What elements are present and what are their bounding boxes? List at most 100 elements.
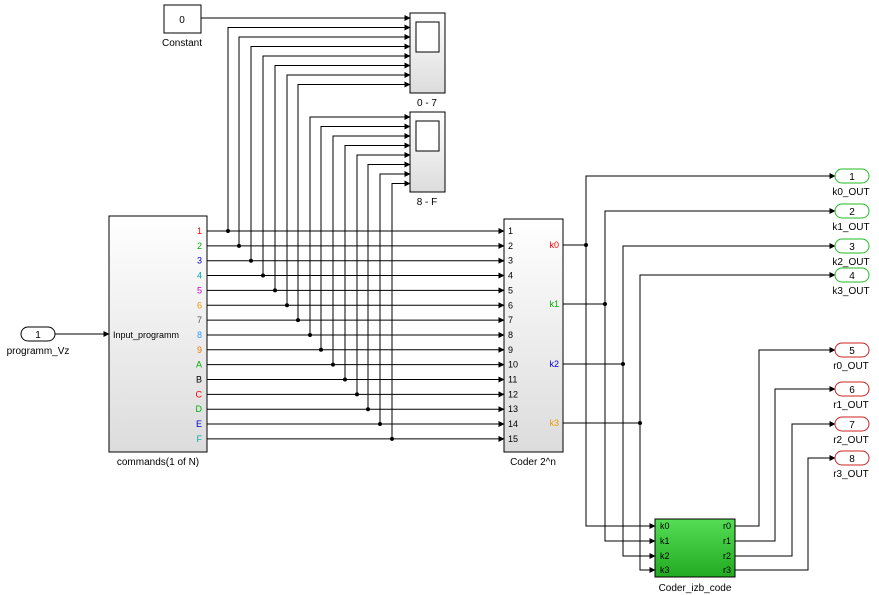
commands-output-label: D <box>196 404 203 414</box>
izb-output-label: r3 <box>723 565 731 575</box>
scope-a-tap-6[interactable] <box>286 72 411 306</box>
scope-a-tap-1[interactable] <box>227 24 411 232</box>
r-outport-wire-2[interactable] <box>735 421 836 557</box>
junction-dot <box>308 332 312 337</box>
scope-b-tap-14[interactable] <box>379 171 411 425</box>
scope-b-tap-12[interactable] <box>356 152 411 395</box>
junction-dot <box>390 436 394 441</box>
outport-k3-out[interactable]: 4 k3_OUT <box>832 267 870 297</box>
scope-b-tap-11[interactable] <box>344 142 411 380</box>
k-outport-wire-2[interactable] <box>622 243 836 364</box>
coder-input-label: 6 <box>508 300 513 310</box>
outport-number: 5 <box>849 346 855 357</box>
outport-k0-out[interactable]: 1k0_OUT <box>832 168 870 198</box>
commands-output-label: B <box>196 375 202 385</box>
k-izb-wire-3[interactable] <box>639 423 656 573</box>
commands-output-label: C <box>196 389 203 399</box>
coder-input-label: 3 <box>508 256 513 266</box>
coder-input-label: 7 <box>508 315 513 325</box>
coder-input-label: 10 <box>508 360 518 370</box>
scope-a-tap-5[interactable] <box>274 62 411 291</box>
outport-label: r0_OUT <box>833 361 869 372</box>
izb-output-label: r0 <box>723 521 731 531</box>
commands-output-label: F <box>197 434 203 444</box>
scope-b-block[interactable]: 8 - F <box>409 111 446 208</box>
commands-output-label: 1 <box>197 226 202 236</box>
outport-k1-out[interactable]: 2k1_OUT <box>832 203 870 233</box>
junction-dot <box>237 243 241 248</box>
izb-output-label: r1 <box>723 536 731 546</box>
junction-dot <box>331 362 335 367</box>
scope-a-tap-7[interactable] <box>297 81 411 321</box>
scope-b-tap-13[interactable] <box>367 161 411 410</box>
junction-dot <box>296 318 300 323</box>
signal-wires <box>55 15 836 573</box>
izb-output-label: r2 <box>723 551 731 561</box>
scope-b-tap-10[interactable] <box>332 133 411 365</box>
commands-output-label: E <box>196 419 202 429</box>
scope-a-tap-3[interactable] <box>250 43 411 261</box>
junction-dot <box>285 303 289 308</box>
commands-output-label: 8 <box>197 330 202 340</box>
r-outport-wire-3[interactable] <box>735 455 836 571</box>
outport-r2-out[interactable]: 7r2_OUT <box>833 416 870 446</box>
junction-dot <box>249 258 253 263</box>
junction-dot <box>603 302 607 306</box>
outport-r1-out[interactable]: 6r1_OUT <box>833 381 870 411</box>
k-izb-wire-2[interactable] <box>622 364 656 559</box>
commands-output-label: 5 <box>197 285 202 295</box>
scope-a-tap-4[interactable] <box>262 53 411 276</box>
outport-r0-out[interactable]: 5 r0_OUT <box>833 342 870 372</box>
k-outport-wire-3[interactable] <box>639 272 836 423</box>
outport-label: k3_OUT <box>832 286 869 297</box>
k-outport-wire-0[interactable] <box>585 173 836 245</box>
outport-k2-out[interactable]: 3k2_OUT <box>832 238 870 268</box>
r-outport-wire-1[interactable] <box>735 386 836 542</box>
izb-output-labels: r0 r1 r2 r3 <box>723 521 731 575</box>
inport-number: 1 <box>35 330 41 341</box>
r-outport-wire-0[interactable] <box>735 347 836 527</box>
junction-dot <box>378 422 382 427</box>
junction-dot <box>319 347 323 352</box>
coder-input-label: 2 <box>508 241 513 251</box>
coder-output-label: k2 <box>549 359 559 369</box>
scope-b-tap-8[interactable] <box>309 114 411 335</box>
coder-input-label: 9 <box>508 345 513 355</box>
junction-dot <box>343 377 347 382</box>
scope-a-block[interactable]: 0 - 7 <box>409 12 446 109</box>
constant-label: Constant <box>162 38 202 49</box>
outport-number: 4 <box>849 271 855 282</box>
k-outport-wire-1[interactable] <box>604 208 836 304</box>
outport-r3-out[interactable]: 8r3_OUT <box>833 450 870 480</box>
constant-block[interactable]: 0 Constant <box>162 4 202 49</box>
outports: 1k0_OUT 2k1_OUT 3k2_OUT 4 k3_OUT 5 r0_OUT 6r1_O… <box>832 168 870 480</box>
scope-b-tap-15[interactable] <box>391 180 411 439</box>
junction-dot <box>261 273 265 278</box>
izb-input-label: k3 <box>660 565 670 575</box>
coder-label: Coder 2^n <box>510 457 556 468</box>
k-izb-wire-0[interactable] <box>585 245 656 529</box>
commands-output-label: 2 <box>197 241 202 251</box>
commands-output-label: A <box>196 360 202 370</box>
scope-a-tap-2[interactable] <box>238 34 411 246</box>
junction-dot <box>366 407 370 412</box>
outport-number: 2 <box>849 207 855 218</box>
commands-output-label: 6 <box>197 300 202 310</box>
k-izb-wire-1[interactable] <box>604 304 656 544</box>
outport-label: r3_OUT <box>833 469 869 480</box>
outport-number: 6 <box>849 385 855 396</box>
inport-programm-vz[interactable]: 1 programm_Vz <box>7 326 70 357</box>
coder-output-label: k3 <box>549 418 559 428</box>
scope-b-tap-9[interactable] <box>320 123 411 350</box>
inport-label: programm_Vz <box>7 346 70 357</box>
scope-b-label: 8 - F <box>417 197 438 208</box>
junction-dot <box>638 421 642 425</box>
izb-input-label: k1 <box>660 536 670 546</box>
commands-output-label: 4 <box>197 271 202 281</box>
